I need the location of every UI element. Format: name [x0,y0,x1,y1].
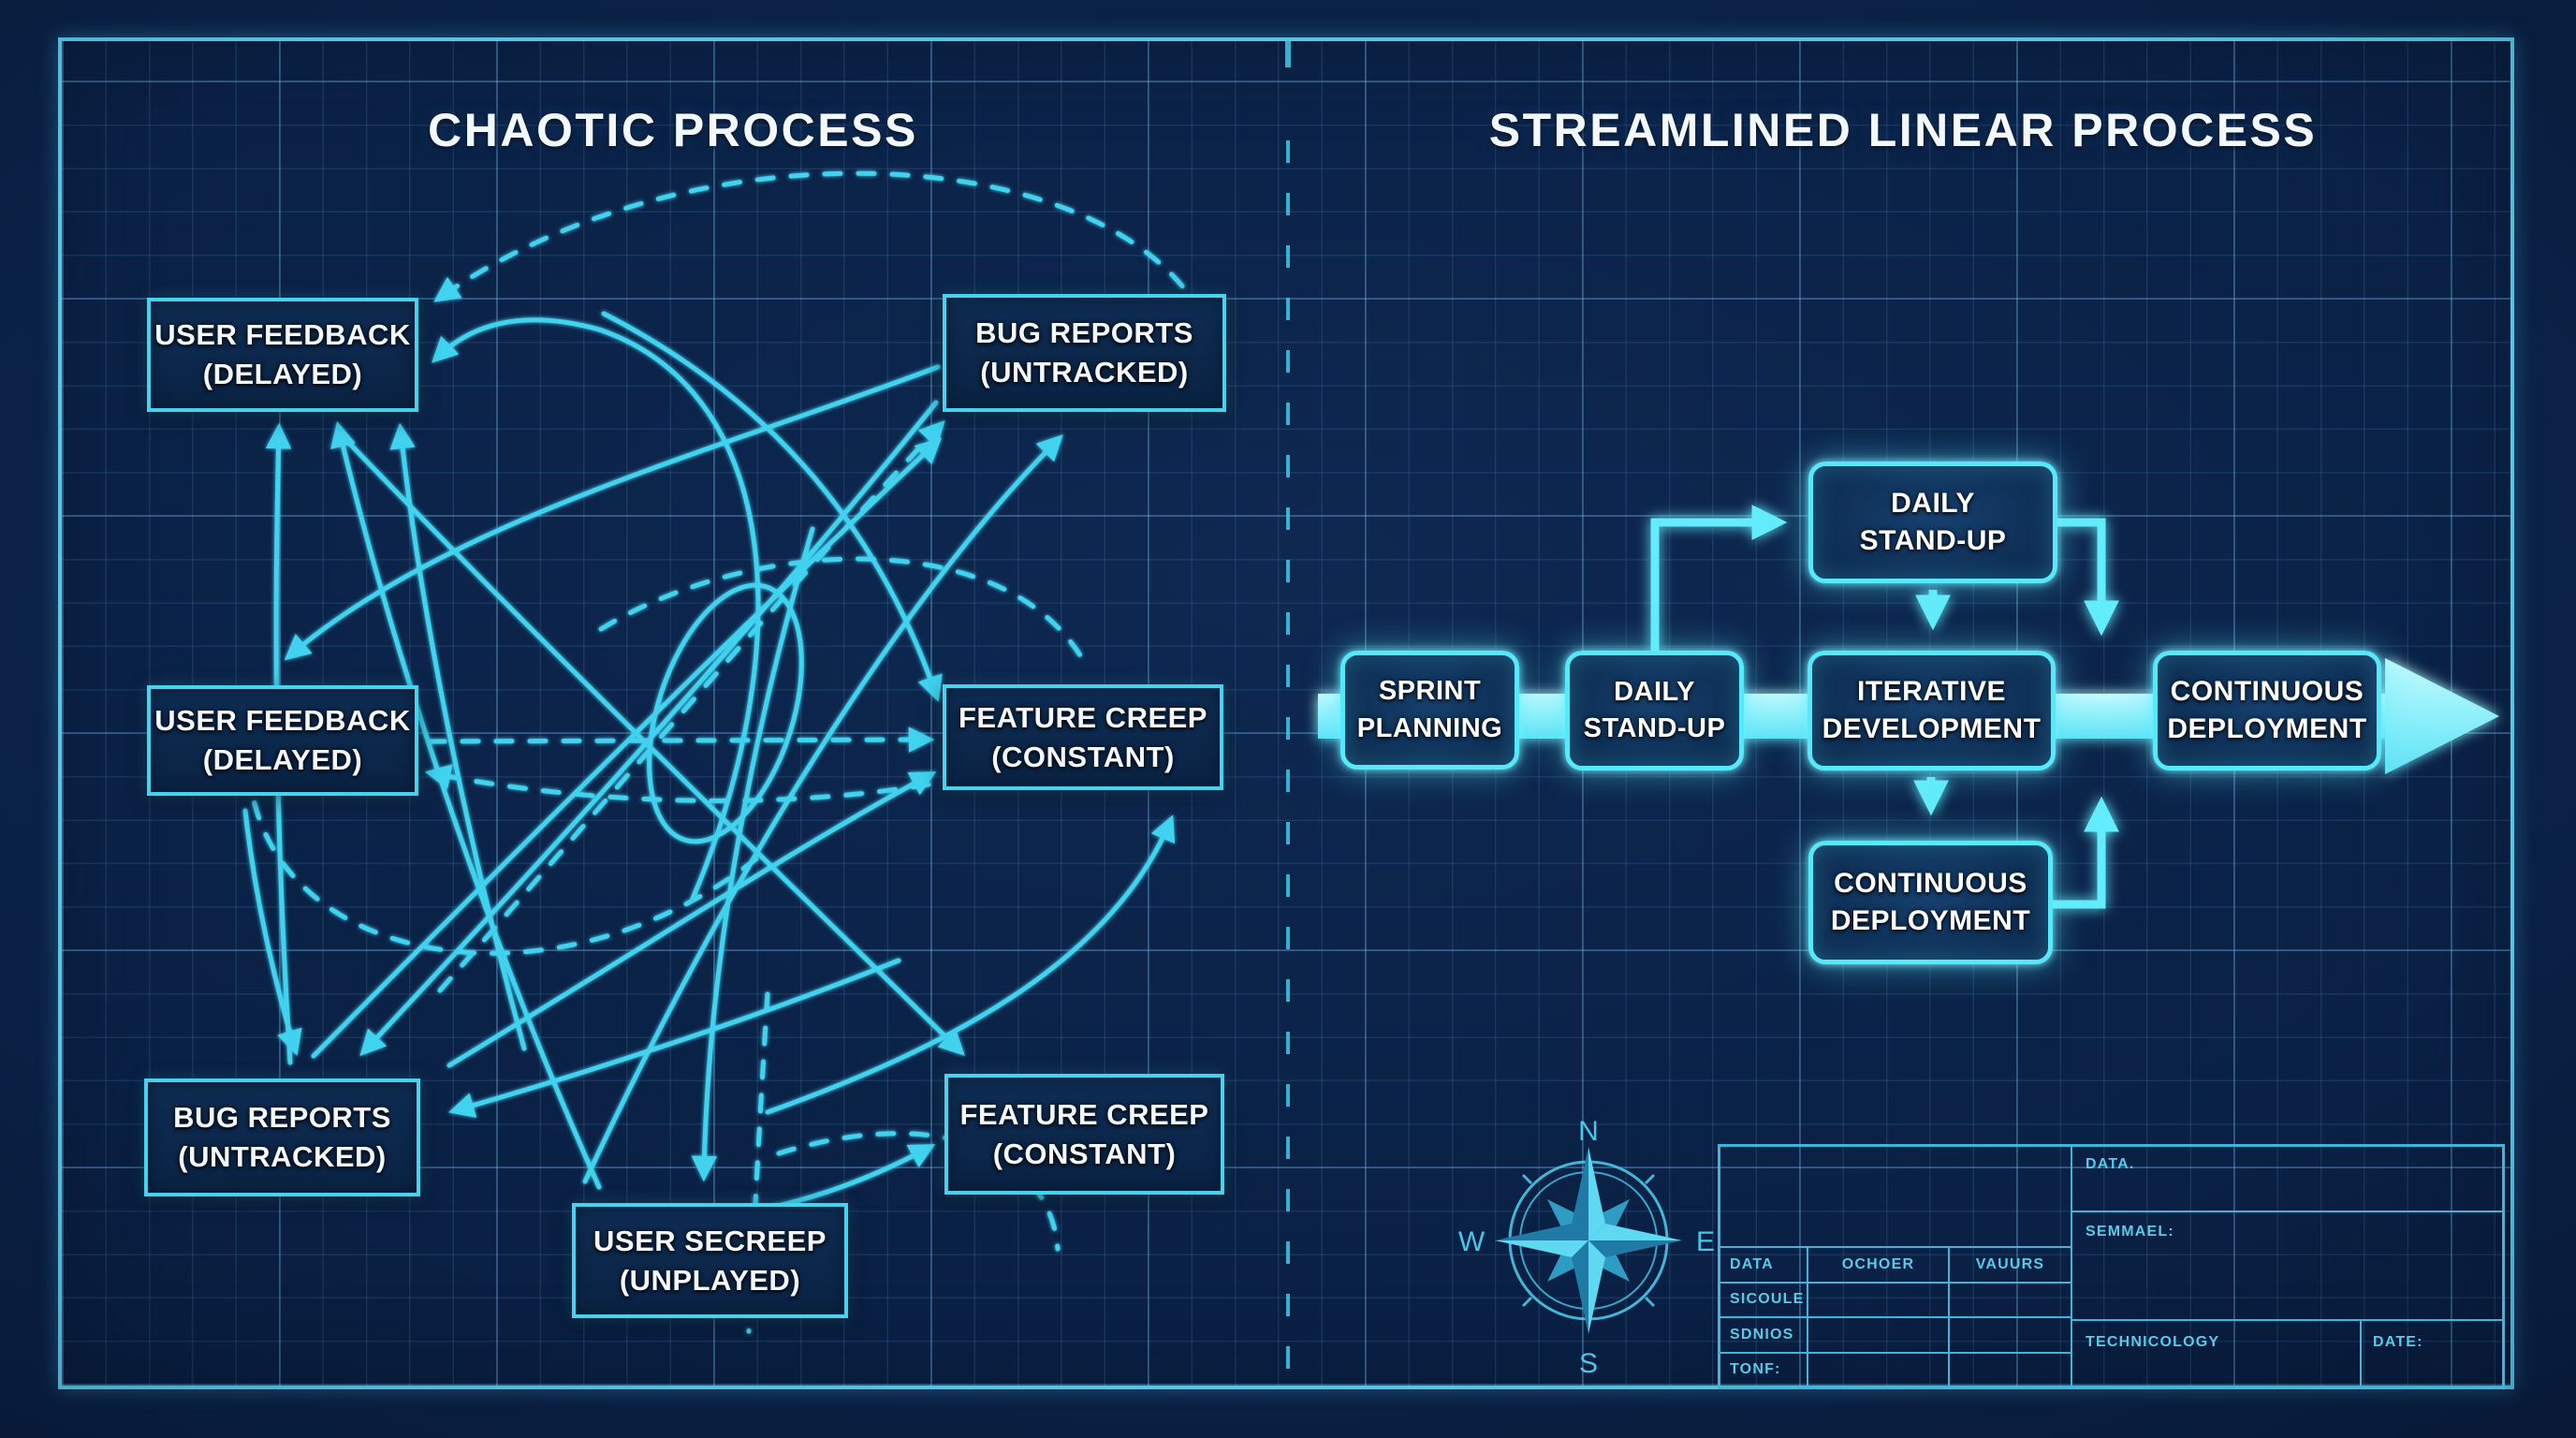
title-block-header-row: DATA OCHOER VAUURS [1720,1248,2071,1284]
node-sublabel: (CONSTANT) [991,740,1175,773]
node-sublabel: (DELAYED) [202,358,363,390]
flow-node-continuous-deployment-bottom: CONTINUOUS DEPLOYMENT [1808,841,2053,964]
tb-row-label: SICOULE [1720,1283,1808,1316]
node-sublabel: (UNTRACKED) [980,356,1189,389]
title-block-right: DATA. SEMMAEL: TECHNICOLOGY DATE: [2072,1147,2502,1387]
tb-row-label: SDNIOS [1720,1318,1808,1352]
node-label: SPRINT [1378,676,1482,707]
tb-empty-cell [1950,1318,2071,1352]
node-sublabel: DEPLOYMENT [1830,905,2031,936]
tb-empty-cell [1950,1354,2071,1387]
connector-contbottom-right-up [2053,796,2119,909]
node-label: USER FEEDBACK [154,704,411,738]
node-sublabel: DEVELOPMENT [1822,713,2042,744]
node-label: BUG REPORTS [173,1101,391,1135]
compass-west-label: W [1458,1226,1486,1257]
connector-daily-up-elbow [1650,505,1788,653]
node-sublabel: (UNPLAYED) [619,1263,801,1297]
tb-date-cell: DATE: [2373,1334,2423,1350]
node-label: FEATURE CREEP [958,700,1208,734]
tb-empty-cell [1808,1318,1950,1352]
title-block-row-sicoule: SICOULE [1720,1283,2071,1318]
tb-empty-cell [1950,1284,2071,1317]
compass-north-label: N [1578,1116,1599,1147]
node-label: CONTINUOUS [1834,867,2027,899]
node-feature-creep-bottom: FEATURE CREEP (CONSTANT) [944,1074,1224,1195]
tb-col-vauurs: VAUURS [1975,1255,2045,1272]
flow-node-continuous-deployment-main: CONTINUOUS DEPLOYMENT [2153,651,2381,770]
flow-node-daily-standup-top: DAILY STAND-UP [1808,462,2057,583]
node-sublabel: (CONSTANT) [992,1137,1177,1170]
chaotic-dashed-horiz-right [426,726,935,753]
flow-band-arrowhead [2385,658,2499,774]
flow-node-daily-standup-main: DAILY STAND-UP [1565,651,1744,770]
node-bug-reports-bottom: BUG REPORTS (UNTRACKED) [144,1078,420,1196]
chaotic-arrow-fc1-bottom [765,814,1176,1115]
node-label: DAILY [1614,676,1695,707]
tb-bottom-row: TECHNICOLOGY DATE: [2072,1321,2502,1387]
chaotic-process-title: CHAOTIC PROCESS [428,104,918,156]
compass-icon: N S W E [1458,1116,1715,1379]
node-user-secreep: USER SECREEP (UNPLAYED) [572,1203,848,1318]
title-block-logo-cell [1720,1147,2071,1248]
flow-node-iterative-development: ITERATIVE DEVELOPMENT [1808,651,2056,770]
tb-empty-cell [1808,1283,1950,1316]
node-label: DAILY [1891,487,1975,519]
tb-col-ochoer: OCHOER [1808,1248,1950,1282]
title-block: DATA OCHOER VAUURS SICOULE SDNIOS TONF: … [1718,1144,2505,1389]
streamlined-process-title: STREAMLINED LINEAR PROCESS [1488,104,2318,156]
node-label: USER SECREEP [593,1224,827,1257]
tb-technicology-cell: TECHNICOLOGY [2072,1321,2362,1387]
node-sublabel: STAND-UP [1583,713,1726,743]
node-label: USER FEEDBACK [154,318,411,352]
node-label: ITERATIVE [1857,675,2006,707]
node-user-feedback-middle: USER FEEDBACK (DELAYED) [147,685,418,796]
node-sublabel: STAND-UP [1859,525,2007,556]
node-sublabel: (DELAYED) [202,743,363,776]
chaotic-dashed-fc1-arc [598,556,1083,658]
tb-semmael-cell: SEMMAEL: [2072,1212,2502,1321]
node-sublabel: PLANNING [1356,712,1503,743]
title-block-row-sdnios: SDNIOS [1720,1318,2071,1354]
node-feature-creep-middle: FEATURE CREEP (CONSTANT) [943,684,1223,790]
node-user-feedback-top: USER FEEDBACK (DELAYED) [147,298,418,412]
node-label: BUG REPORTS [975,316,1193,350]
node-sublabel: (UNTRACKED) [178,1140,387,1173]
compass-east-label: E [1696,1226,1715,1257]
title-block-left: DATA OCHOER VAUURS SICOULE SDNIOS TONF: [1720,1147,2072,1387]
chaotic-arrow-fc1-left [446,771,937,1068]
compass-south-label: S [1579,1348,1598,1379]
tb-col-data: DATA [1720,1248,1808,1282]
title-block-row-tonf: TONF: [1720,1353,2071,1387]
connector-dailytop-right-down [2057,518,2119,637]
tb-row-label: TONF: [1720,1353,1808,1387]
flow-node-sprint-planning: SPRINT PLANNING [1340,651,1519,770]
chaotic-arrow-fc1-top [601,311,943,702]
node-bug-reports-top: BUG REPORTS (UNTRACKED) [943,294,1226,412]
node-label: FEATURE CREEP [959,1097,1209,1131]
tb-data-cell: DATA. [2072,1147,2502,1212]
chaotic-arrow-x1 [344,437,965,1056]
node-sublabel: DEPLOYMENT [2167,713,2367,744]
tb-empty-cell [1808,1353,1950,1387]
node-label: CONTINUOUS [2170,675,2364,707]
